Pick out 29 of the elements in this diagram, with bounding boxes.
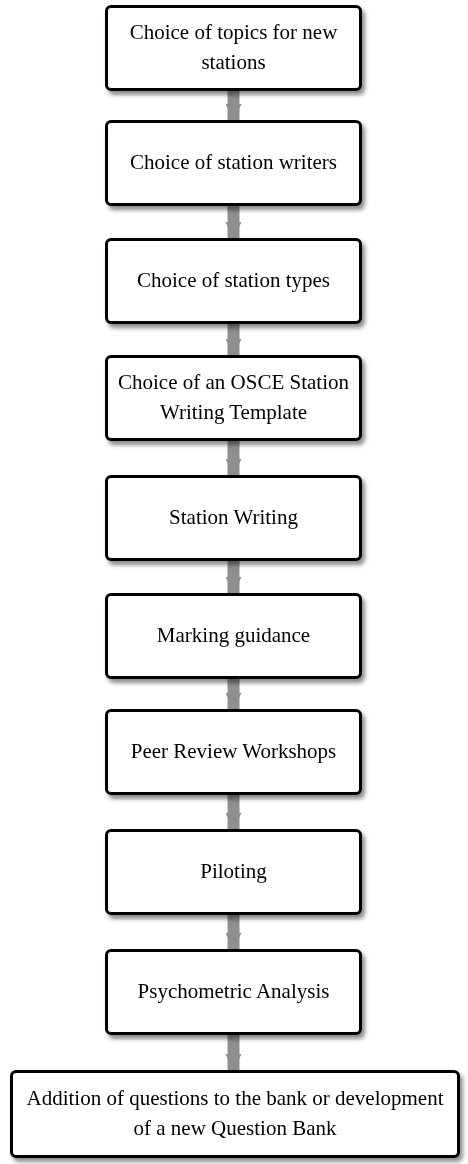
process-box [105,475,362,561]
process-box [10,1070,460,1158]
process-box [105,709,362,795]
step-label: Choice of an OSCE Station Writing Template [118,369,349,426]
step-label: Marking guidance [156,622,311,650]
step-label: Addition of questions to the bank or development of a new Question Bank [25,1085,445,1142]
process-box [105,593,362,679]
arrow [225,206,242,238]
process-box [105,949,362,1035]
arrow [225,91,242,120]
arrow [225,915,242,949]
step-label: Choice of topics for new stations [128,19,339,76]
step-label: Psychometric Analysis [137,978,330,1006]
arrow [225,441,242,475]
arrow [225,679,242,709]
process-box [105,120,362,206]
arrow [225,561,242,593]
arrow [225,795,242,829]
step-label: Peer Review Workshops [130,738,337,766]
process-box [105,5,362,91]
step-label: Choice of station writers [129,149,337,177]
arrow [225,324,242,355]
step-label: Station Writing [169,504,298,532]
arrow [225,1035,242,1070]
process-box [105,238,362,324]
step-label: Piloting [200,858,267,886]
process-box [105,829,362,915]
process-box [105,355,362,441]
step-label: Choice of station types [136,267,331,295]
